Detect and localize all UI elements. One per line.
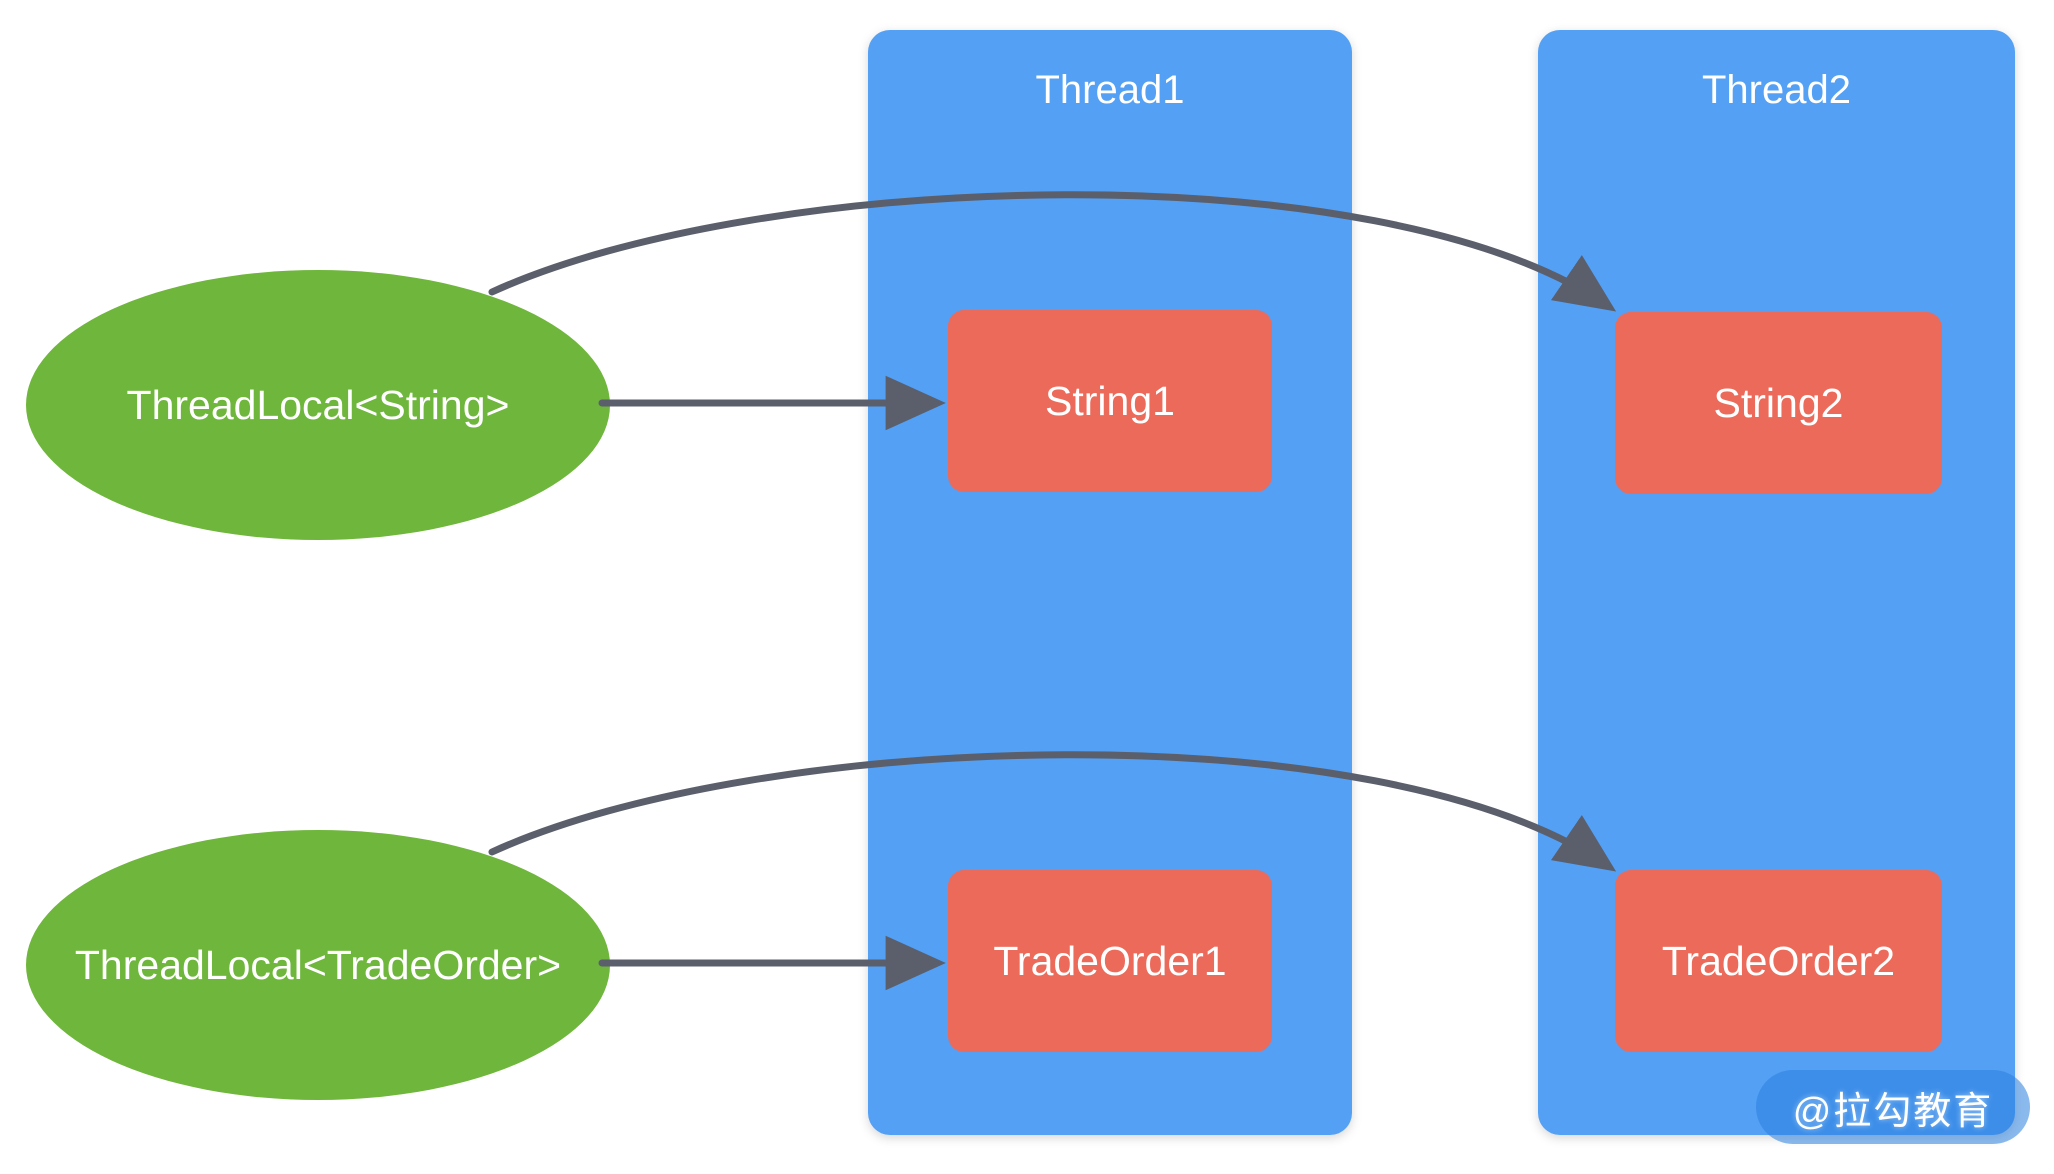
thread-column-thread2[interactable] [1538, 30, 2015, 1135]
value-box-tradeorder1[interactable] [948, 870, 1272, 1052]
threadlocal-ellipse-tradeorder[interactable] [26, 830, 610, 1100]
value-box-string2[interactable] [1615, 312, 1942, 494]
threadlocal-ellipses [26, 270, 610, 1100]
thread-columns [868, 30, 2015, 1135]
arrows [488, 191, 1617, 991]
arrow-tradeorder-to-thread2 [488, 751, 1617, 872]
value-box-string1[interactable] [948, 310, 1272, 492]
watermark-badge: @拉勾教育 [1756, 1070, 2030, 1144]
threadlocal-ellipse-string[interactable] [26, 270, 610, 540]
thread-column-thread1[interactable] [868, 30, 1352, 1135]
value-box-tradeorder2[interactable] [1615, 870, 1942, 1052]
arrow-string-to-thread2 [488, 191, 1617, 312]
value-boxes [948, 310, 1942, 1052]
